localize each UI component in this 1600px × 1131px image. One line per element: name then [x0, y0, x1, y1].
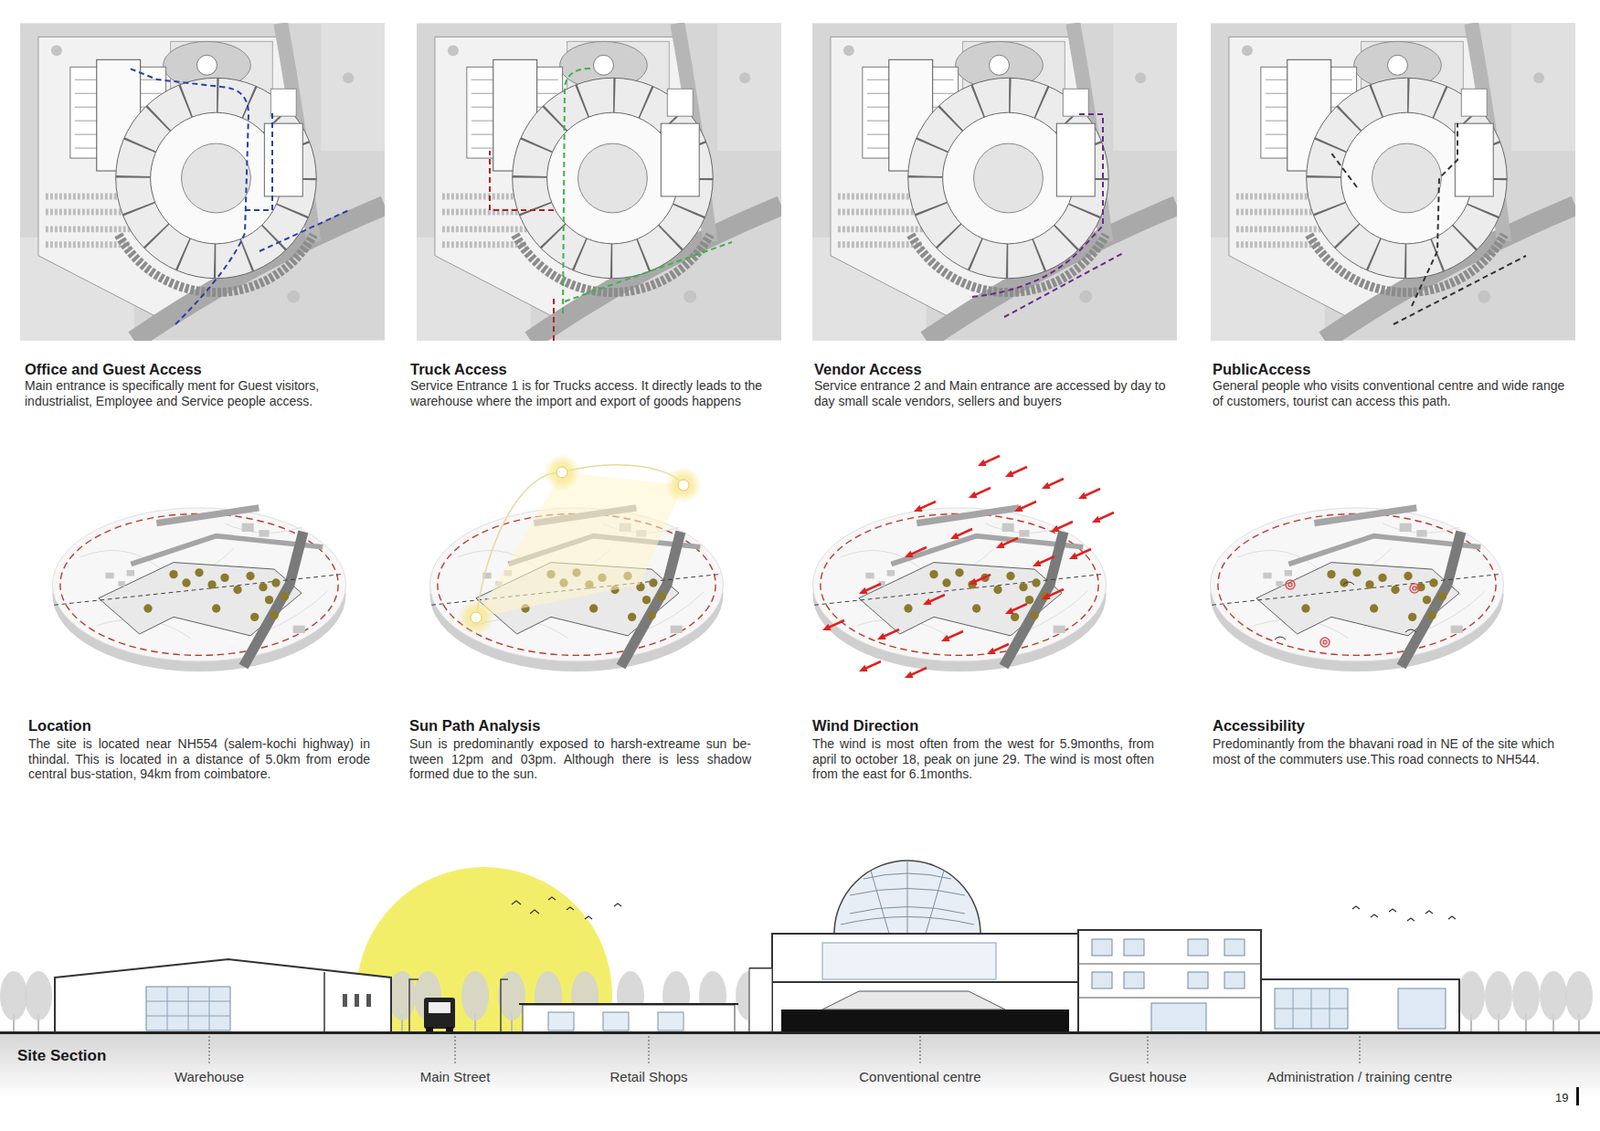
panel-heading: Accessibility — [1212, 717, 1555, 735]
section-label: Warehouse — [174, 1069, 244, 1085]
panel-heading: Sun Path Analysis — [409, 717, 752, 735]
panel-text: Predominantly from the bhavani road in N… — [1212, 736, 1555, 767]
panel-text: Sun is predominantly exposed to harsh-ex… — [409, 736, 752, 783]
panel-text: General people who visits conventional c… — [1212, 378, 1575, 409]
section-label: Administration / training centre — [1267, 1069, 1453, 1085]
panel: Office and Guest AccessMain entrance is … — [24, 22, 387, 409]
panel: LocationThe site is located near NH554 (… — [28, 456, 371, 783]
panel: Truck AccessService Entrance 1 is for Tr… — [410, 22, 773, 409]
panel-text: Main entrance is specifically ment for G… — [24, 378, 387, 409]
panel-text: The wind is most often from the west for… — [812, 736, 1155, 783]
panel-text: The site is located near NH554 (salem-ko… — [28, 736, 371, 783]
section-label: Main Street — [420, 1069, 491, 1085]
panel: PublicAccessGeneral people who visits co… — [1212, 22, 1575, 409]
panel-text: Service entrance 2 and Main entrance are… — [814, 378, 1177, 409]
section-label: Retail Shops — [609, 1069, 688, 1085]
panel: Vendor AccessService entrance 2 and Main… — [814, 22, 1177, 409]
panel: AccessibilityPredominantly from the bhav… — [1212, 456, 1555, 767]
panel-heading: Truck Access — [410, 360, 773, 379]
page-number: 19 — [1555, 1091, 1569, 1105]
panel-heading: PublicAccess — [1212, 360, 1575, 379]
section-label: Guest house — [1108, 1069, 1187, 1085]
section-title: Site Section — [17, 1047, 106, 1066]
panel: Wind DirectionThe wind is most often fro… — [812, 456, 1155, 783]
panel-heading: Location — [28, 717, 371, 735]
panel-heading: Office and Guest Access — [24, 360, 387, 379]
panel-text: Service Entrance 1 is for Trucks access.… — [410, 378, 773, 409]
panel-heading: Wind Direction — [812, 717, 1155, 735]
section-label: Conventional centre — [858, 1069, 981, 1085]
panel-heading: Vendor Access — [814, 360, 1177, 379]
panel: Sun Path AnalysisSun is predominantly ex… — [409, 456, 752, 783]
